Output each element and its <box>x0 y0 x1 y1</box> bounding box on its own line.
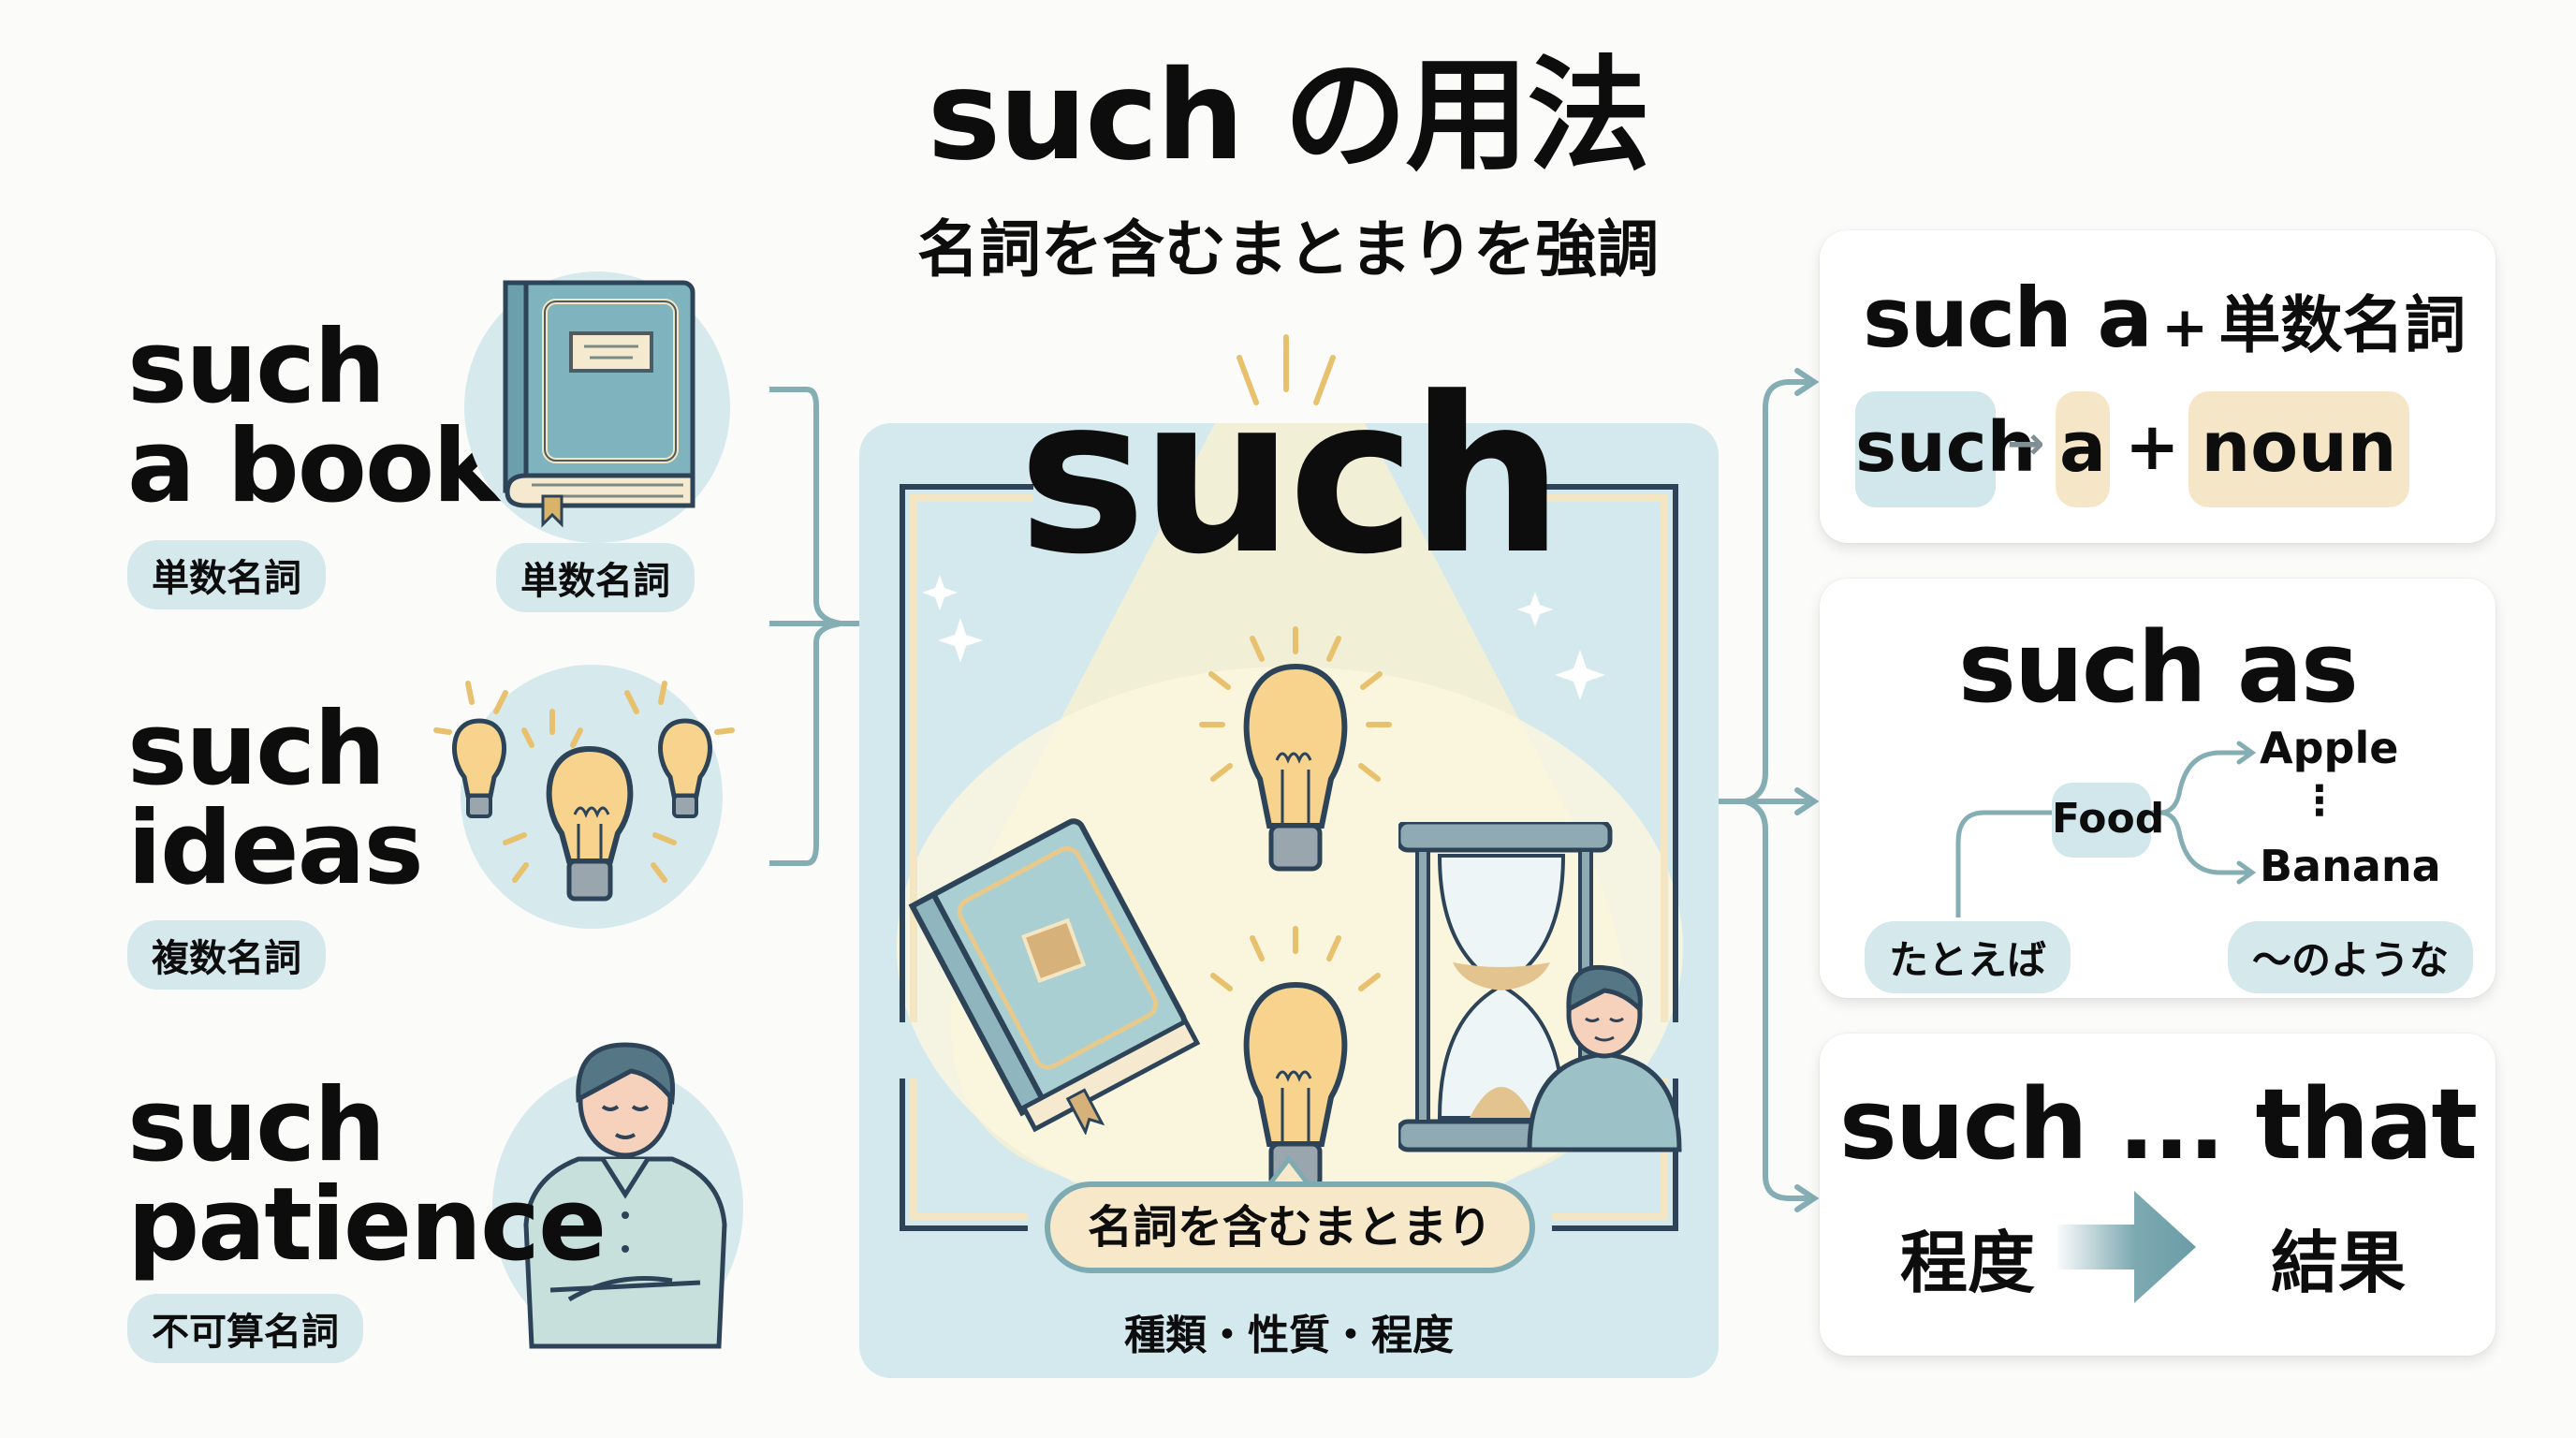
hourglass-icon <box>1398 822 1682 1152</box>
tag-for-example: たとえば <box>1865 921 2071 993</box>
card-such-as-title: such as <box>1958 610 2359 725</box>
example-line2: ideas <box>127 789 424 907</box>
example-line2: a book <box>127 407 500 525</box>
center-such-word: such <box>1017 352 1564 602</box>
example-such-ideas: such ideas <box>127 691 424 907</box>
degree-label: 程度 <box>1900 1224 2036 1302</box>
item-apple: Apple <box>2260 723 2399 773</box>
image-tag-singular-noun: 単数名詞 <box>496 543 695 612</box>
chip-noun: noun <box>2188 391 2409 507</box>
tag-plural-noun: 複数名詞 <box>127 920 326 990</box>
book-icon <box>908 818 1201 1135</box>
left-bracket-connector <box>769 387 859 866</box>
page-subtitle: 名詞を含むまとまりを強調 <box>917 213 1659 286</box>
card-title-english: such a <box>1863 270 2153 366</box>
center-caption: 種類・性質・程度 <box>1124 1312 1454 1359</box>
lightbulbs-icon <box>433 681 735 902</box>
page-title: such の用法 <box>927 44 1651 188</box>
card-such-as: such as Food Apple ⋮ Banana たとえば 〜のような <box>1820 579 2496 998</box>
book-icon <box>503 280 695 528</box>
tag-such-as-meaning: 〜のような <box>2228 921 2474 993</box>
item-banana: Banana <box>2260 841 2441 891</box>
example-line2: patience <box>127 1166 607 1284</box>
tag-singular-noun: 単数名詞 <box>127 540 326 609</box>
chip-food: Food <box>2052 783 2164 858</box>
item-ellipsis: ⋮ <box>2299 777 2340 825</box>
example-line1: such <box>127 691 386 808</box>
card-title-plus: + <box>2160 295 2209 360</box>
chip-a: a <box>2056 391 2110 507</box>
plus-sign: + <box>2125 408 2180 485</box>
such-as-tree-lines <box>1955 741 2257 917</box>
noun-phrase-bubble: 名詞を含むまとまり <box>1045 1181 1535 1273</box>
tag-uncountable-noun: 不可算名詞 <box>127 1294 363 1363</box>
example-line1: such <box>127 309 386 426</box>
card-such-that: such ... that 程度 結果 <box>1820 1034 2496 1356</box>
card-such-that-title: such ... that <box>1838 1067 2478 1181</box>
example-line1: such <box>127 1067 386 1184</box>
card-such-a-title: such a + 単数名詞 <box>1863 270 2466 366</box>
chip-such: such <box>1855 391 2036 507</box>
result-label: 結果 <box>2271 1224 2407 1302</box>
patient-person-icon <box>523 1042 727 1349</box>
card-such-a: such a + 単数名詞 such → a + noun <box>1820 230 2496 543</box>
person-icon <box>1527 964 1682 1152</box>
sparkle-icon <box>922 575 1605 700</box>
example-such-patience: such patience <box>127 1067 607 1284</box>
arrow-icon: → <box>2007 418 2045 470</box>
example-such-a-book: such a book <box>127 309 500 525</box>
rays-icon <box>1237 334 1336 405</box>
card-title-japanese: 単数名詞 <box>2218 289 2466 361</box>
lightbulb-icon <box>1199 626 1392 1190</box>
right-bracket-connector <box>1719 368 1820 1212</box>
degree-to-result-arrow-icon <box>2057 1191 2196 1303</box>
